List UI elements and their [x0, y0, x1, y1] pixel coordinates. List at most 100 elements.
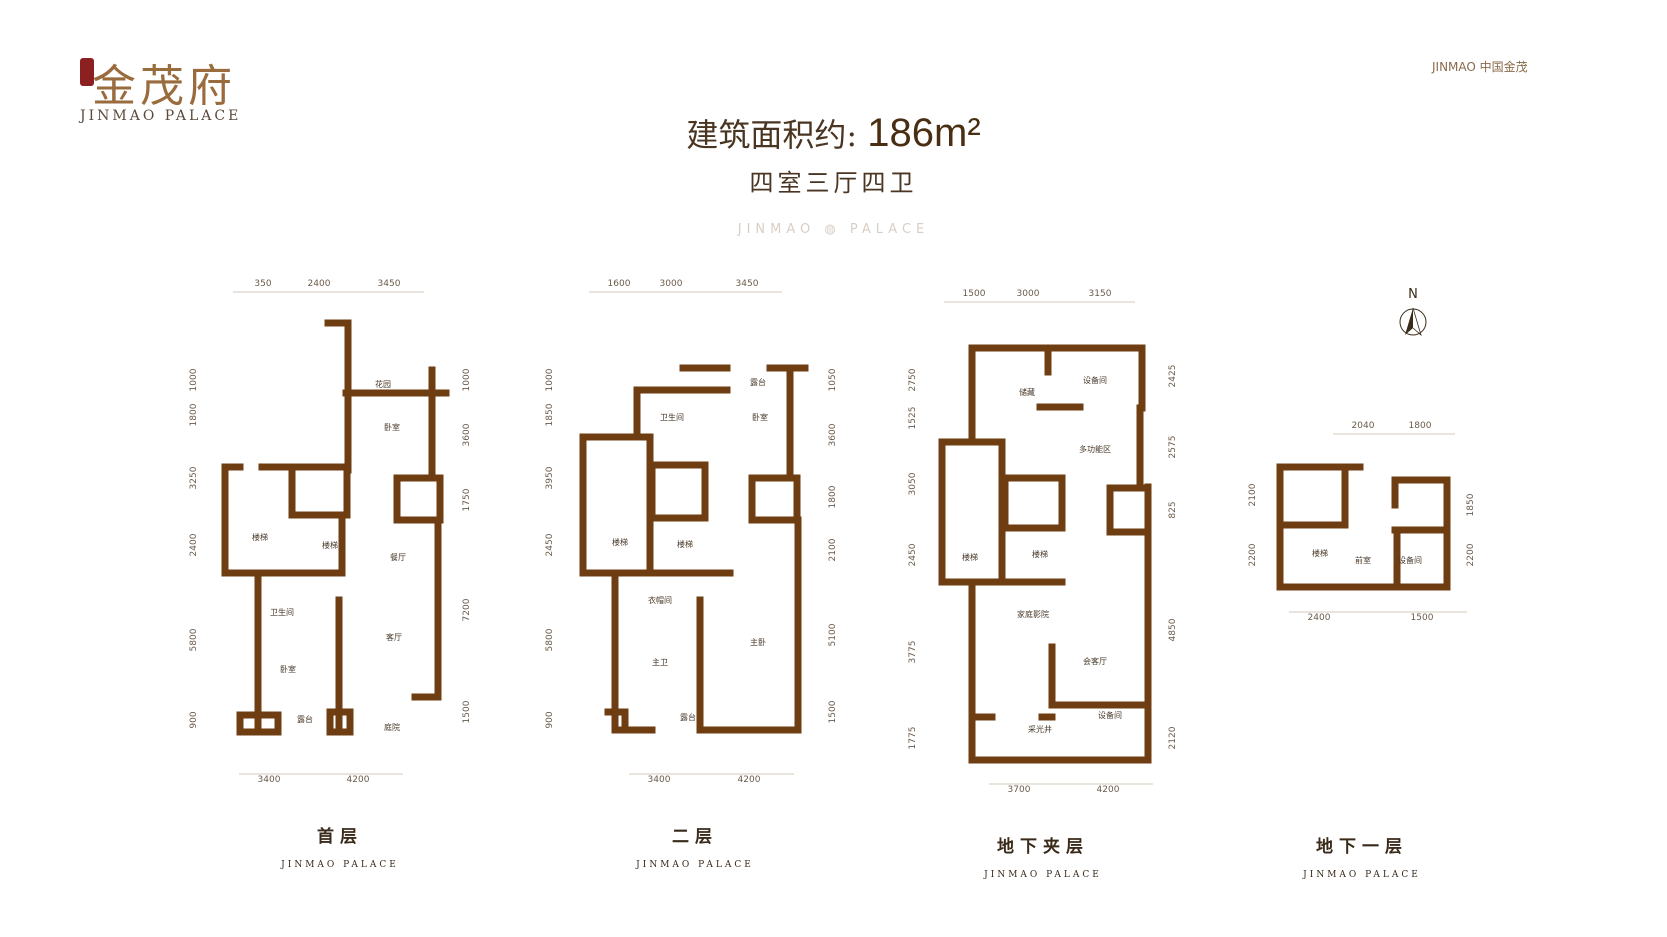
dimension-label: 2100 — [828, 538, 838, 561]
dimension-label: 3000 — [1017, 289, 1040, 299]
wall — [696, 516, 802, 734]
dimension-label: 3150 — [1089, 289, 1112, 299]
wall — [324, 319, 352, 474]
room-label: 卫生间 — [270, 607, 294, 617]
wall — [1048, 643, 1152, 709]
room-label: 楼梯 — [677, 539, 693, 549]
wall — [604, 708, 629, 734]
dimension-label: 7200 — [462, 598, 472, 621]
dimension-label: 2575 — [1168, 436, 1178, 459]
room-label: 客厅 — [386, 632, 402, 642]
dimension-label: 2200 — [1466, 543, 1476, 566]
wall — [748, 474, 801, 524]
dimension-label: 4850 — [1168, 618, 1178, 641]
dimension-label: 2100 — [1248, 483, 1258, 506]
dimension-label: 2750 — [908, 368, 918, 391]
plan-walls-4 — [1276, 463, 1451, 591]
dimension-label: 3600 — [462, 423, 472, 446]
dimension-label: 1500 — [828, 700, 838, 723]
logo-name-cn: 金茂府 — [92, 61, 236, 112]
layout-subtitle: 四室三厅四卫 — [749, 169, 918, 197]
wall — [579, 433, 654, 577]
wall — [326, 708, 354, 736]
wall — [1276, 463, 1349, 529]
dimension-label: 1775 — [908, 727, 918, 750]
dimension-label: 1500 — [462, 700, 472, 723]
plan-walls-3 — [938, 344, 1152, 764]
dimension-label: 3600 — [828, 423, 838, 446]
wall — [633, 386, 731, 441]
room-label: 楼梯 — [252, 532, 268, 542]
room-label: 主卫 — [652, 657, 668, 667]
room-label: 设备间 — [1098, 710, 1122, 720]
room-label: 家庭影院 — [1017, 609, 1049, 619]
dimension-label: 2400 — [189, 533, 199, 556]
dimension-label: 3400 — [258, 775, 281, 785]
brand-logo: JINMAO 中国金茂 — [1432, 60, 1528, 74]
compass-label: N — [1408, 287, 1418, 302]
room-label: 采光井 — [1028, 724, 1052, 734]
room-label: 衣帽间 — [648, 595, 672, 605]
floor-title: 地下夹层 — [997, 837, 1089, 857]
room-label: 餐厅 — [390, 553, 406, 562]
dimension-label: 2400 — [1308, 613, 1331, 623]
room-label: 卧室 — [752, 412, 768, 422]
dimension-label: 4200 — [1097, 785, 1120, 795]
dimension-label: 3700 — [1008, 785, 1031, 795]
wall — [1001, 474, 1066, 532]
dimension-label: 3950 — [545, 466, 555, 489]
dimension-label: 1525 — [908, 407, 918, 430]
watermark-logo: JINMAO ◍ PALACE — [737, 222, 930, 237]
dimension-label: 1850 — [545, 403, 555, 426]
dimension-label: 1800 — [828, 485, 838, 508]
room-label: 卧室 — [384, 422, 400, 432]
dimension-label: 3000 — [660, 279, 683, 289]
dimension-label: 5100 — [828, 623, 838, 646]
plan-walls-1 — [221, 319, 450, 736]
room-label: 露台 — [680, 712, 696, 722]
wall — [236, 711, 282, 736]
dimension-label: 1750 — [462, 488, 472, 511]
floor-title: 地下一层 — [1316, 837, 1408, 857]
wall — [411, 516, 442, 701]
floor-subtitle: JINMAO PALACE — [281, 860, 399, 870]
dimension-label: 2200 — [1248, 543, 1258, 566]
dimension-label: 2450 — [545, 533, 555, 556]
dimension-label: 1850 — [1466, 493, 1476, 516]
dimension-label: 900 — [545, 711, 555, 728]
dimension-label: 4200 — [738, 775, 761, 785]
wall — [288, 463, 351, 519]
floor-subtitle: JINMAO PALACE — [984, 870, 1102, 880]
dimension-label: 1000 — [189, 368, 199, 391]
dimension-label: 350 — [254, 279, 271, 289]
floor-title: 首层 — [317, 827, 363, 847]
room-label: 卧室 — [280, 664, 296, 674]
room-label: 楼梯 — [322, 540, 338, 550]
room-label: 会客厅 — [1083, 656, 1107, 666]
dimension-label: 1600 — [608, 279, 631, 289]
logo-name-en: JINMAO PALACE — [80, 108, 242, 124]
room-label: 楼梯 — [1032, 549, 1048, 559]
room-label: 庭院 — [384, 722, 400, 732]
dimension-label: 900 — [189, 711, 199, 728]
north-arrow-icon — [1399, 307, 1427, 337]
wall — [611, 569, 656, 734]
compass: N — [1399, 287, 1427, 337]
plan-walls-2 — [579, 364, 809, 734]
dimension-label: 4200 — [347, 775, 370, 785]
dimension-label: 1800 — [1409, 421, 1432, 431]
dimension-label: 5800 — [545, 628, 555, 651]
dimension-label: 2120 — [1168, 726, 1178, 749]
room-label: 花园 — [375, 379, 391, 389]
room-label: 储藏 — [1019, 387, 1035, 397]
room-label: 前室 — [1355, 555, 1371, 565]
dimension-label: 2400 — [308, 279, 331, 289]
floor-subtitle: JINMAO PALACE — [636, 860, 754, 870]
wall — [968, 344, 1146, 412]
area-label: 建筑面积约: — [686, 116, 858, 154]
room-label: 设备间 — [1398, 555, 1422, 565]
room-label: 卫生间 — [660, 412, 684, 422]
wall — [968, 483, 1152, 764]
